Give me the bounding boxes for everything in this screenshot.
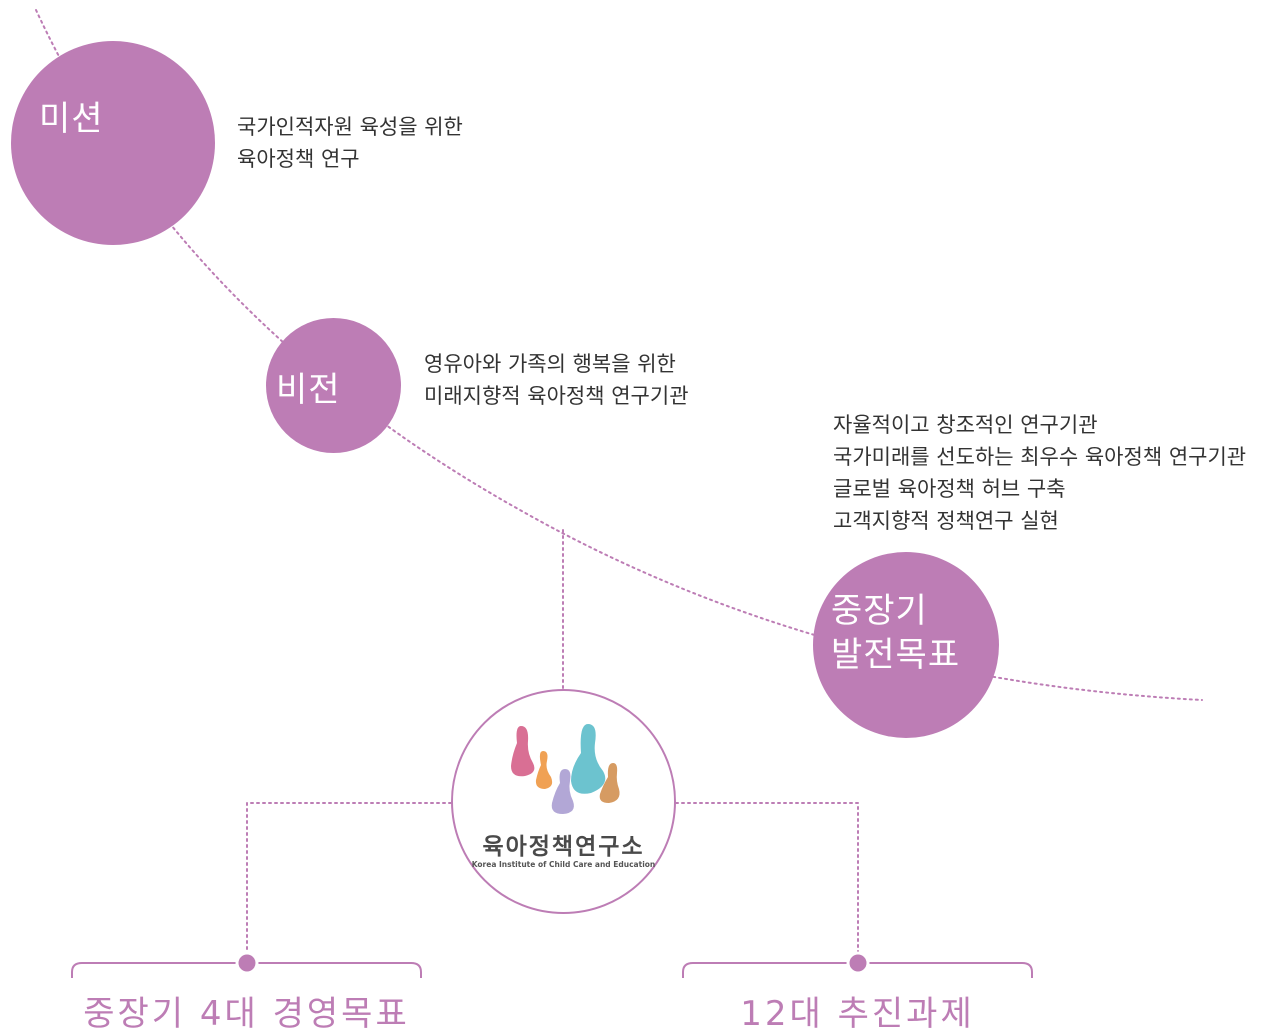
goals-label-line: 발전목표 xyxy=(831,634,961,675)
kicce-logo-icon xyxy=(511,724,620,814)
left-node-dot xyxy=(235,951,259,975)
institute-logo: 육아정책연구소 Korea Institute of Child Care an… xyxy=(451,689,676,914)
goals-label-line: 중장기 xyxy=(831,591,928,631)
left-branch-line xyxy=(246,802,452,953)
goals-label: 중장기 발전목표 xyxy=(831,590,960,677)
mission-line: 육아정책 연구 xyxy=(237,147,360,171)
right-node-dot xyxy=(846,951,870,975)
goals-line: 글로벌 육아정책 허브 구축 xyxy=(833,477,1066,501)
vision-description: 영유아와 가족의 행복을 위한 미래지향적 육아정책 연구기관 xyxy=(424,348,689,412)
right-branch-line xyxy=(675,802,859,953)
bottom-left-label: 중장기 4대 경영목표 xyxy=(83,994,410,1034)
goals-circle: 중장기 발전목표 xyxy=(813,552,999,738)
mission-description: 국가인적자원 육성을 위한 육아정책 연구 xyxy=(237,111,463,175)
logo-name: 육아정책연구소 xyxy=(482,834,645,860)
bottom-right-label: 12대 추진과제 xyxy=(740,994,975,1034)
mission-line: 국가인적자원 육성을 위한 xyxy=(237,115,463,139)
mission-label: 미션 xyxy=(39,99,104,139)
goals-description: 자율적이고 창조적인 연구기관 국가미래를 선도하는 최우수 육아정책 연구기관… xyxy=(833,409,1246,537)
goals-line: 자율적이고 창조적인 연구기관 xyxy=(833,413,1098,437)
mission-circle: 미션 xyxy=(11,41,215,245)
logo-english-name: Korea Institute of Child Care and Educat… xyxy=(471,860,656,869)
goals-line: 국가미래를 선도하는 최우수 육아정책 연구기관 xyxy=(833,445,1247,469)
vision-label: 비전 xyxy=(276,370,341,410)
vision-line: 영유아와 가족의 행복을 위한 xyxy=(424,352,676,376)
goals-line: 고객지향적 정책연구 실현 xyxy=(833,509,1059,533)
vision-circle: 비전 xyxy=(266,318,401,453)
vision-line: 미래지향적 육아정책 연구기관 xyxy=(424,384,689,408)
